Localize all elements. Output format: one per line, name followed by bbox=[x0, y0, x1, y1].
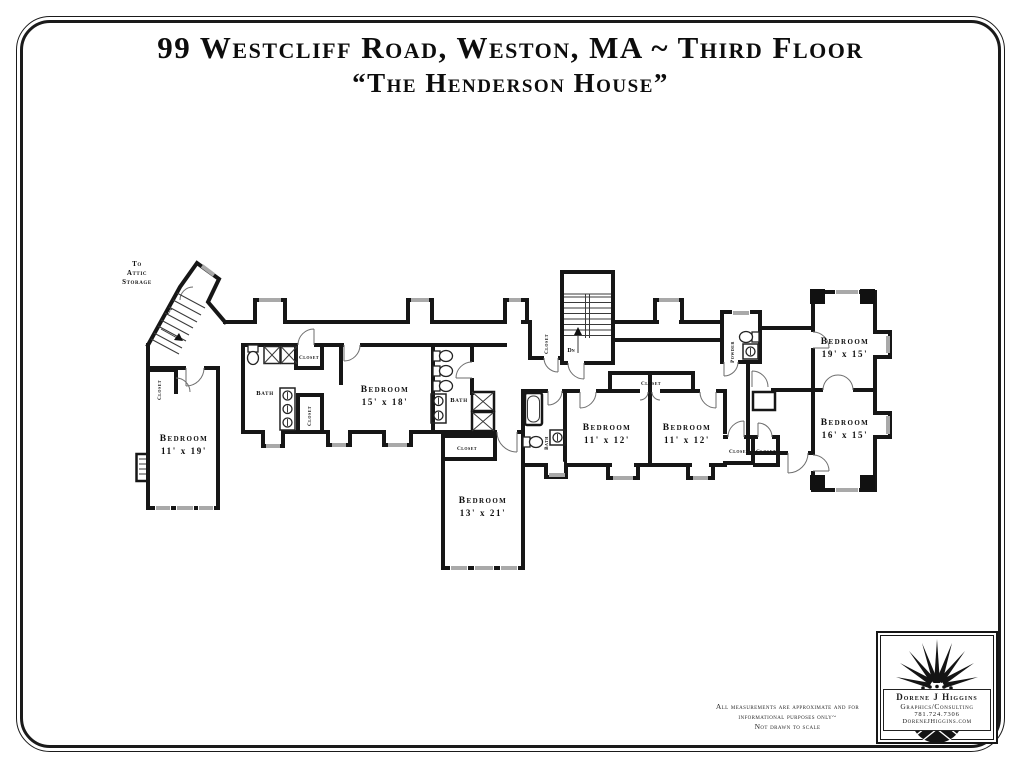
stairs-down-label: Dn bbox=[567, 348, 574, 354]
room-label-bedroom-11x12-a: Bedroom bbox=[583, 423, 631, 433]
closet-label: Closet bbox=[756, 449, 776, 455]
closet-label: Closet bbox=[457, 446, 477, 452]
room-label-bedroom-16x15: Bedroom bbox=[821, 418, 869, 428]
attic-label-line1: To bbox=[132, 260, 142, 268]
room-label-bedroom-11x12-b: Bedroom bbox=[663, 423, 711, 433]
walls bbox=[135, 260, 892, 570]
disclaimer-line2: informational purposes only~ bbox=[738, 711, 837, 721]
disclaimer-line1: All measurements are approximate and for bbox=[715, 702, 860, 711]
toilet bbox=[432, 379, 454, 393]
room-label-bedroom-13x21: Bedroom bbox=[459, 496, 507, 506]
closet-label: Closet bbox=[157, 380, 163, 400]
main-staircase bbox=[564, 293, 611, 353]
closet-label: Closet bbox=[729, 449, 749, 455]
designer-phone: 781.724.7306 bbox=[914, 711, 960, 718]
room-dims-bedroom-15x18: 15' x 18' bbox=[362, 397, 408, 407]
shaft bbox=[470, 410, 496, 433]
room-dims-bedroom-16x15: 16' x 15' bbox=[822, 430, 868, 440]
designer-name: Dorene J Higgins bbox=[896, 692, 978, 702]
bath-label: Bath bbox=[450, 397, 468, 404]
sink bbox=[263, 345, 281, 365]
bathtub bbox=[523, 391, 544, 427]
closet-label: Closet bbox=[641, 381, 661, 387]
radiator-bank bbox=[279, 387, 296, 431]
toilet bbox=[246, 344, 260, 366]
room-labels: To Attic Storage Dn Closet Bedroom 11' x… bbox=[122, 260, 869, 518]
closet-label: Closet bbox=[307, 406, 313, 426]
chimney-detail bbox=[139, 458, 146, 475]
turret-corners bbox=[810, 289, 875, 490]
bath-label: Bath bbox=[256, 390, 274, 397]
door-swings bbox=[175, 286, 854, 474]
title-address: 99 Westcliff Road, Weston, MA ~ Third Fl… bbox=[157, 30, 864, 65]
title-house-name: “The Henderson House” bbox=[352, 68, 669, 98]
room-label-bedroom-11x19: Bedroom bbox=[160, 434, 208, 444]
room-dims-bedroom-19x15: 19' x 15' bbox=[822, 349, 868, 359]
radiator-bank bbox=[430, 393, 447, 424]
designer-tagline: Graphics/Consulting bbox=[900, 702, 974, 711]
room-label-bedroom-19x15: Bedroom bbox=[821, 337, 869, 347]
designer-logo: Dorene J Higgins Graphics/Consulting 781… bbox=[876, 631, 998, 744]
logo-text-panel: Dorene J Higgins Graphics/Consulting 781… bbox=[883, 689, 991, 731]
radiator bbox=[549, 429, 566, 446]
disclaimer-text: All measurements are approximate and for… bbox=[660, 702, 915, 731]
toilet bbox=[432, 364, 454, 378]
closet-label: Closet bbox=[544, 334, 550, 354]
disclaimer-line3: Not drawn to scale bbox=[754, 721, 821, 731]
closet-label: Closet bbox=[299, 355, 319, 361]
radiator bbox=[742, 343, 759, 360]
attic-stairs-down-label: Dn bbox=[165, 307, 174, 316]
windows bbox=[156, 264, 890, 570]
bathroom-fixtures bbox=[139, 330, 760, 475]
toilet bbox=[432, 349, 454, 363]
room-dims-bedroom-11x12-a: 11' x 12' bbox=[584, 435, 630, 445]
room-dims-bedroom-11x19: 11' x 19' bbox=[161, 446, 207, 456]
bath-label: Bath bbox=[544, 436, 550, 450]
attic-label-line2: Attic bbox=[127, 269, 147, 277]
attic-staircase bbox=[150, 292, 206, 355]
toilet bbox=[522, 435, 544, 449]
sink bbox=[280, 345, 298, 365]
room-dims-bedroom-11x12-b: 11' x 12' bbox=[664, 435, 710, 445]
designer-website: DoreneJHiggins.com bbox=[902, 718, 972, 725]
page-border-inner bbox=[20, 20, 1001, 748]
page-border-outer bbox=[16, 16, 1005, 752]
powder-room-label: Powder bbox=[730, 341, 736, 363]
room-label-bedroom-15x18: Bedroom bbox=[361, 385, 409, 395]
page-title: 99 Westcliff Road, Weston, MA ~ Third Fl… bbox=[0, 30, 1021, 99]
toilet bbox=[738, 330, 760, 344]
attic-label-line3: Storage bbox=[122, 278, 152, 286]
room-dims-bedroom-13x21: 13' x 21' bbox=[460, 508, 506, 518]
shaft bbox=[470, 390, 496, 413]
